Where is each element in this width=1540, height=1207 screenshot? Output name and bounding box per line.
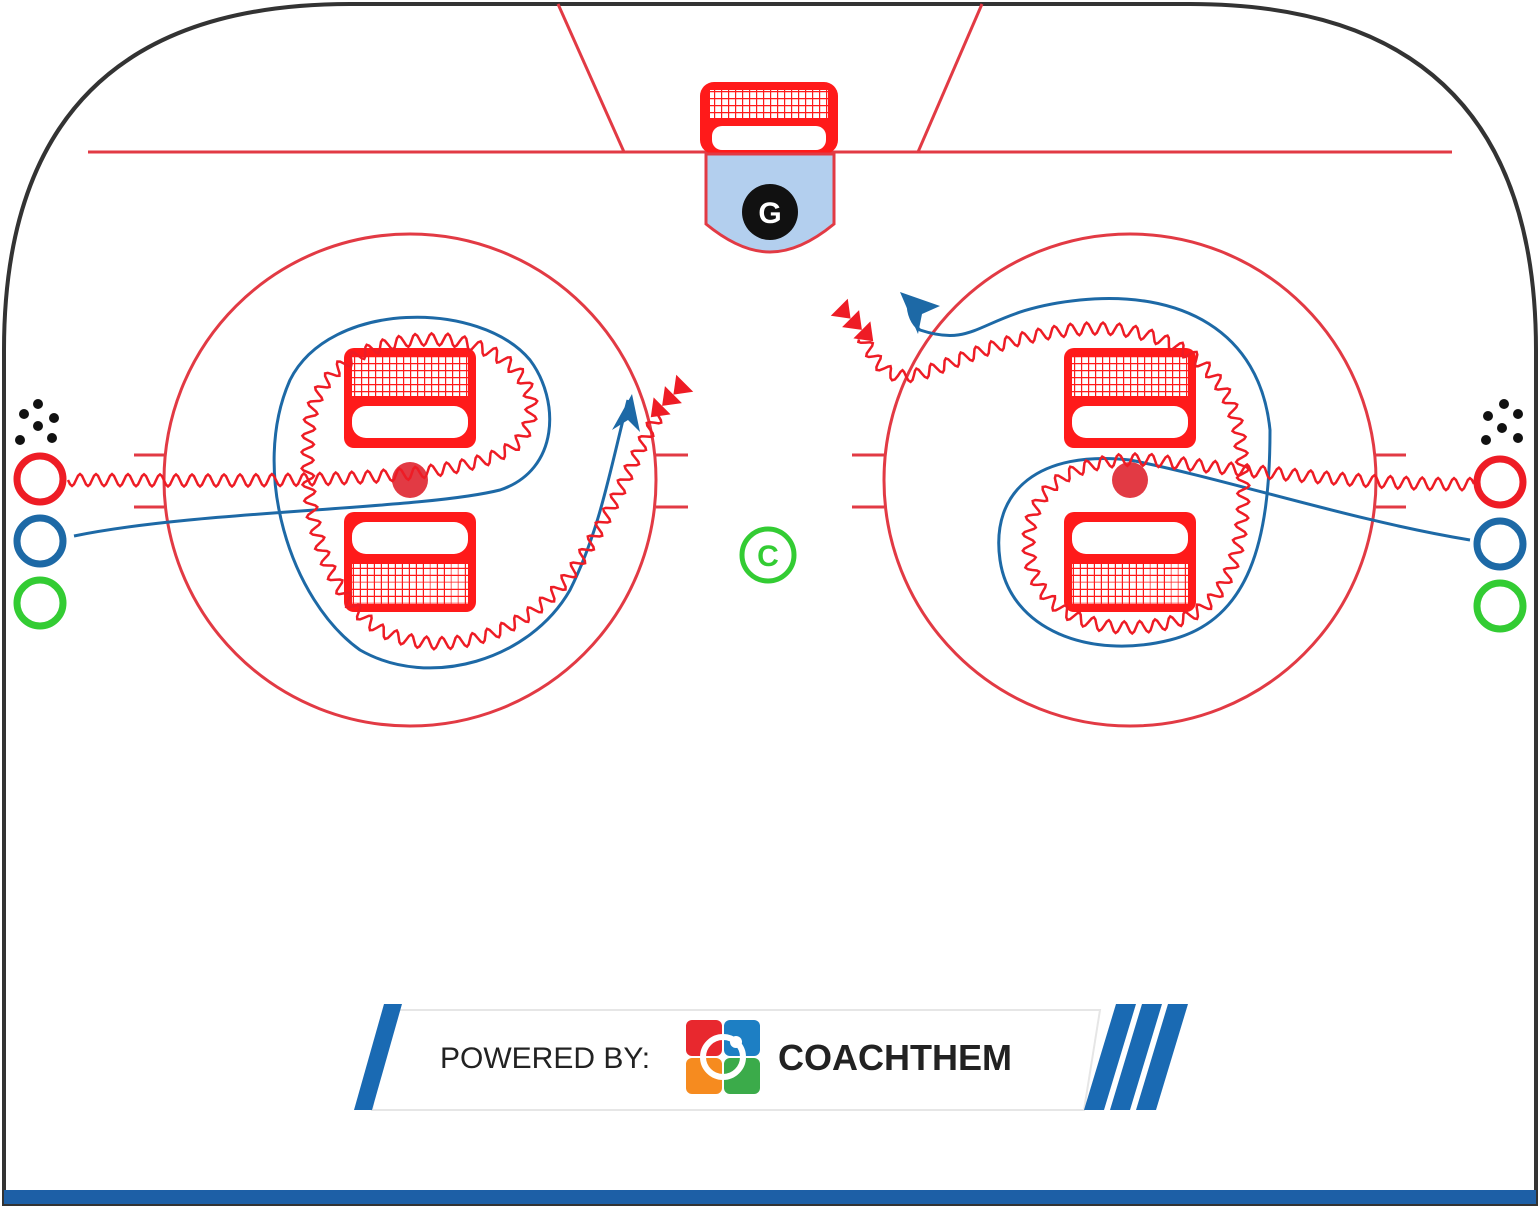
faceoff-dot-left (392, 462, 428, 498)
skate-arrow-right (900, 292, 940, 334)
player-green-left (13, 576, 67, 630)
faceoff-dot-right (1112, 462, 1148, 498)
goalie-icon (742, 184, 798, 240)
coach-label: C (757, 540, 779, 573)
powered-by-banner: POWERED BY: COACHTHEM (354, 1004, 1188, 1111)
puck-carry-paths (66, 320, 1476, 651)
mini-net-left-bottom (344, 512, 476, 612)
puck-pile-left (15, 399, 59, 445)
player-red-right (1473, 455, 1527, 509)
faceoff-circle-right (852, 232, 1406, 728)
mini-net-left-top (344, 348, 476, 448)
brand-stripe-right-1 (1084, 1004, 1136, 1110)
main-net (700, 82, 838, 154)
brand-stripe-left (354, 1004, 402, 1110)
bottom-bar (4, 1190, 1536, 1204)
puck-pile-right (1481, 399, 1523, 445)
player-blue-right (1473, 517, 1527, 571)
brand-name: COACHTHEM (778, 1037, 1012, 1078)
trapezoid-left (556, 3, 626, 153)
player-blue-left (13, 514, 67, 568)
mini-net-right-top (1064, 348, 1196, 448)
puck-carry-path-left (66, 331, 663, 651)
mini-net-right-bottom (1064, 512, 1196, 612)
goalie-label: G (758, 197, 781, 230)
coachthem-logo-icon (686, 1020, 760, 1094)
goalie: G (742, 184, 798, 240)
powered-by-label: POWERED BY: (440, 1042, 650, 1075)
player-red-left (13, 452, 67, 506)
skate-arrow-left (612, 394, 640, 432)
trapezoid-right (916, 3, 984, 153)
coach: C (739, 526, 797, 584)
shot-arrow-right (830, 298, 874, 342)
shot-arrow-left (650, 374, 694, 418)
puck-carry-path-right (856, 320, 1476, 636)
brand-stripe-right-3 (1136, 1004, 1188, 1110)
player-green-right (1473, 579, 1527, 633)
skate-path-left (73, 315, 630, 670)
brand-stripe-right-2 (1110, 1004, 1162, 1110)
coach-icon (739, 526, 797, 584)
